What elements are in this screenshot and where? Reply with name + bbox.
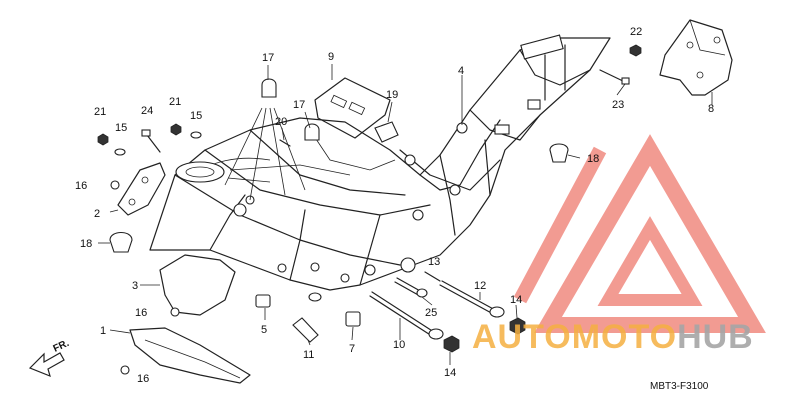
callout-15-right: 15 [190, 110, 202, 122]
part-2-plate [117, 162, 166, 216]
callout-9: 9 [328, 51, 334, 63]
callout-23: 23 [612, 99, 624, 111]
callout-16-lower: 16 [137, 373, 149, 385]
callout-5: 5 [261, 324, 267, 336]
callout-14-upper: 14 [510, 294, 522, 306]
hardware [97, 44, 642, 375]
callout-11: 11 [303, 349, 314, 361]
callout-20: 20 [275, 116, 287, 128]
watermark-part-b: HUB [677, 318, 754, 356]
watermark-text: AUTOMOTOHUB [472, 318, 754, 356]
callout-16-middle: 16 [135, 307, 147, 319]
front-direction-indicator: FR. [28, 338, 71, 378]
callout-18-left: 18 [80, 238, 92, 250]
callout-3: 3 [132, 280, 138, 292]
callout-7: 7 [349, 343, 355, 355]
callout-labels: 1 2 3 4 5 7 8 9 10 11 12 13 14 14 15 15 … [75, 26, 714, 385]
callout-21-left: 21 [94, 106, 106, 118]
main-frame [149, 34, 611, 291]
callout-18-right: 18 [587, 153, 599, 165]
callout-22: 22 [630, 26, 642, 38]
part-1-plate [129, 327, 251, 384]
callout-17-lower: 17 [293, 99, 305, 111]
part-9-plate [314, 77, 391, 139]
callout-12: 12 [474, 280, 486, 292]
watermark-part-a: AUTOMOTO [472, 318, 677, 356]
callout-24: 24 [141, 105, 153, 117]
callout-25: 25 [425, 307, 437, 319]
callout-10: 10 [393, 339, 405, 351]
callout-17-upper: 17 [262, 52, 274, 64]
callout-13: 13 [428, 256, 440, 268]
callout-2: 2 [94, 208, 100, 220]
part-8-bracket [659, 19, 733, 96]
callout-16-upper: 16 [75, 180, 87, 192]
watermark-logo [513, 134, 766, 333]
direction-label: FR. [52, 338, 71, 355]
part-3-cover [159, 254, 236, 316]
callout-19: 19 [386, 89, 398, 101]
callout-1: 1 [100, 325, 106, 337]
leader-lines [98, 64, 713, 365]
callout-4: 4 [458, 65, 464, 77]
svg-text:AUTOMOTOHUB: AUTOMOTOHUB [472, 318, 754, 356]
diagram-code: MBT3-F3100 [650, 381, 709, 392]
callout-8: 8 [708, 103, 714, 115]
callout-14-lower: 14 [444, 367, 456, 379]
callout-15-left: 15 [115, 122, 127, 134]
callout-21-right: 21 [169, 96, 181, 108]
